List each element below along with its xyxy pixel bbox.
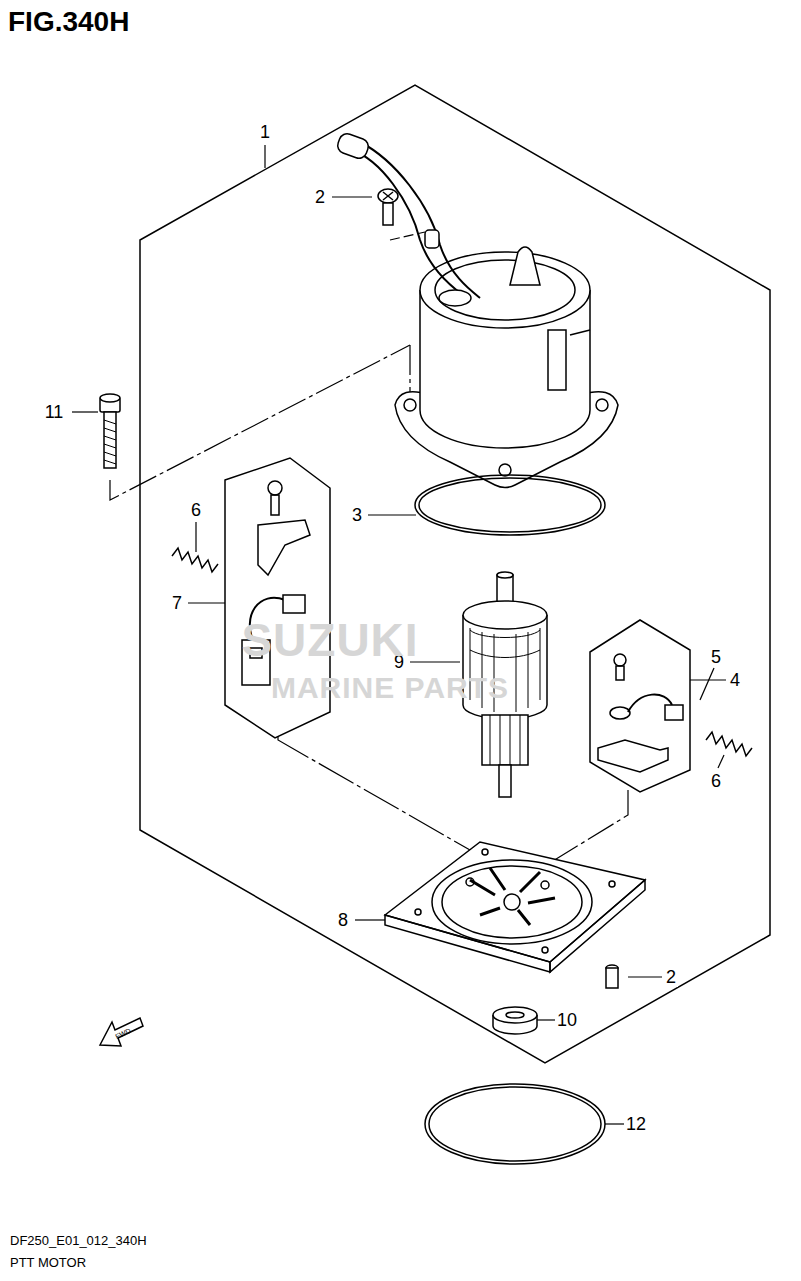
figure-title: FIG.340H [8, 8, 129, 36]
callout-number: 7 [170, 593, 184, 613]
o-ring [419, 478, 601, 532]
motor-base [385, 842, 645, 972]
callout-number: 1 [258, 122, 272, 142]
o-ring [429, 1087, 601, 1161]
spring [706, 732, 752, 756]
callout-number: 8 [336, 910, 350, 930]
brush-holder [590, 620, 690, 792]
o-ring [425, 1084, 605, 1164]
callout-number: 12 [624, 1114, 648, 1134]
motor-housing [335, 131, 618, 487]
leader-lines [72, 145, 726, 1124]
figure-caption: DF250_E01_012_340H [10, 1234, 147, 1247]
callout-number: 2 [313, 187, 327, 207]
callout-number: 5 [709, 647, 723, 667]
callout-number: 3 [350, 505, 364, 525]
group-outline [140, 85, 770, 1063]
direction-arrow [100, 1018, 143, 1046]
o-ring [415, 475, 605, 535]
bolt [100, 394, 120, 468]
watermark: MARINE PARTS [271, 673, 509, 703]
spring [172, 548, 218, 572]
screw [606, 965, 618, 988]
watermark: SUZUKI [241, 617, 418, 663]
callout-number: 4 [728, 670, 742, 690]
callout-number: 6 [189, 500, 203, 520]
callout-number: 2 [664, 967, 678, 987]
callout-number: 6 [709, 771, 723, 791]
screw [378, 189, 398, 225]
figure-caption: PTT MOTOR [10, 1256, 86, 1269]
callout-number: 10 [555, 1010, 579, 1030]
washer [493, 1007, 537, 1034]
callout-number: 11 [43, 402, 66, 422]
